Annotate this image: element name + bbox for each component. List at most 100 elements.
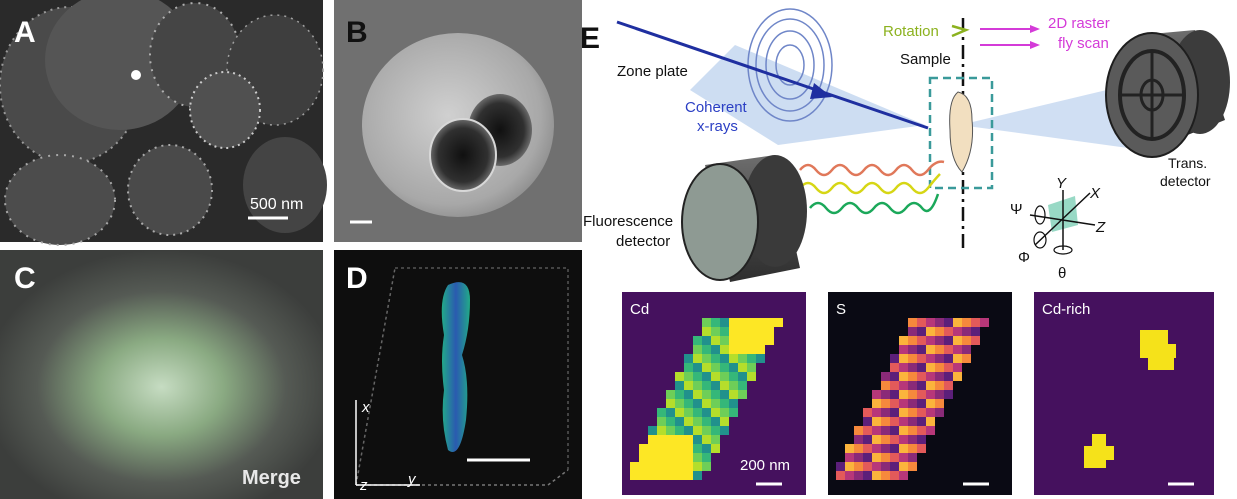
panel-e-schematic [616, 8, 1230, 282]
map-pixel [702, 399, 711, 408]
map-pixel [890, 354, 899, 363]
map-pixel [908, 399, 917, 408]
cd-rich-region [1140, 344, 1176, 358]
map-pixel [639, 444, 648, 453]
map-pixel [630, 471, 639, 480]
panel-label-c: C [14, 262, 36, 295]
map-pixel [890, 381, 899, 390]
map-pixel [953, 363, 962, 372]
map-pixel [899, 345, 908, 354]
map-pixel [684, 435, 693, 444]
map-pixel [693, 444, 702, 453]
map-pixel [926, 408, 935, 417]
map-pixel [908, 363, 917, 372]
map-pixel [765, 318, 774, 327]
map-pixel [675, 372, 684, 381]
map-pixel [971, 327, 980, 336]
map-pixel [693, 345, 702, 354]
panel-label-d: D [346, 262, 368, 295]
map-pixel [863, 426, 872, 435]
map-pixel [702, 372, 711, 381]
map-pixel [711, 372, 720, 381]
map-pixel [917, 444, 926, 453]
map-pixel [935, 381, 944, 390]
map-pixel [908, 444, 917, 453]
map-pixel [872, 453, 881, 462]
label-raster-2: fly scan [1058, 35, 1109, 52]
map-pixel [711, 390, 720, 399]
map-pixel [702, 381, 711, 390]
map-pixel [863, 453, 872, 462]
map-pixel [953, 345, 962, 354]
map-pixel [693, 381, 702, 390]
map-pixel [926, 336, 935, 345]
map-pixel [881, 453, 890, 462]
map-pixel [675, 390, 684, 399]
map-pixel [666, 390, 675, 399]
map-pixel [756, 327, 765, 336]
map-pixel [935, 345, 944, 354]
map-pixel [962, 318, 971, 327]
map-pixel [729, 345, 738, 354]
map-pixel [657, 462, 666, 471]
map-pixel [899, 417, 908, 426]
map-pixel [854, 471, 863, 480]
map-pixel [953, 327, 962, 336]
map-pixel [854, 426, 863, 435]
fluorescence-detector [681, 155, 807, 282]
map-pixel [693, 435, 702, 444]
map-pixel [675, 435, 684, 444]
map-pixel [756, 336, 765, 345]
map-pixel [908, 426, 917, 435]
map-pixel [720, 390, 729, 399]
map-pixel [657, 471, 666, 480]
map-pixel [675, 381, 684, 390]
map-pixel [881, 372, 890, 381]
map-pixel [899, 462, 908, 471]
map-pixel [908, 381, 917, 390]
map-pixel [881, 471, 890, 480]
map-pixel [926, 363, 935, 372]
map-pixel [702, 444, 711, 453]
map-pixel [935, 390, 944, 399]
map-pixel [917, 363, 926, 372]
axis-phi-label: Φ [1018, 249, 1030, 266]
map-pixel [675, 471, 684, 480]
map-pixel [872, 462, 881, 471]
map-pixel [684, 399, 693, 408]
map-pixel [684, 381, 693, 390]
panel-a [0, 0, 327, 246]
map-pixel [863, 462, 872, 471]
map-pixel [693, 462, 702, 471]
map-pixel [702, 318, 711, 327]
map-pixel [666, 453, 675, 462]
map-pixel [648, 435, 657, 444]
map-pixel [926, 345, 935, 354]
map-pixel [666, 462, 675, 471]
label-rotation: Rotation [883, 23, 939, 40]
map-pixel [747, 318, 756, 327]
map-pixel [908, 345, 917, 354]
map-pixel [926, 318, 935, 327]
map-pixel [962, 327, 971, 336]
label-raster-1: 2D raster [1048, 15, 1110, 32]
map-label-cd-rich: Cd-rich [1042, 301, 1090, 318]
map-pixel [711, 381, 720, 390]
map-pixel [890, 390, 899, 399]
map-pixel [944, 345, 953, 354]
map-pixel [702, 336, 711, 345]
map-pixel [899, 453, 908, 462]
map-pixel [836, 471, 845, 480]
map-pixel [980, 318, 989, 327]
map-pixel [747, 336, 756, 345]
map-pixel [648, 426, 657, 435]
map-pixel [711, 444, 720, 453]
map-pixel [756, 318, 765, 327]
map-pixel [684, 444, 693, 453]
map-pixel [693, 354, 702, 363]
map-pixel [684, 417, 693, 426]
map-pixel [666, 417, 675, 426]
axis-label-x-d: x [361, 399, 370, 416]
map-pixel [935, 318, 944, 327]
map-pixel [890, 435, 899, 444]
